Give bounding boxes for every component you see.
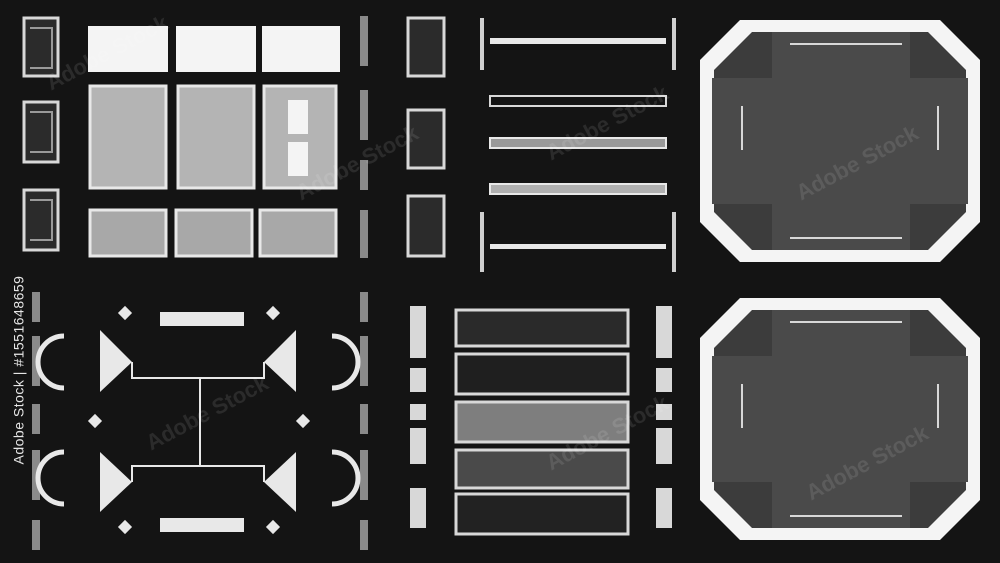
tile-grid (88, 26, 340, 258)
comb-right (656, 306, 672, 528)
bar-frame (490, 38, 666, 44)
side-tab (22, 16, 60, 78)
side-tab (406, 108, 446, 170)
circuit-hud (35, 305, 361, 535)
side-tab (406, 16, 446, 78)
side-tabs-middle (406, 16, 446, 258)
tile-gray-small (258, 208, 338, 258)
bar-frame (490, 244, 666, 249)
side-tab (406, 194, 446, 258)
tile-gray-small (174, 208, 254, 258)
bar-frames (480, 18, 676, 272)
side-tab (22, 100, 60, 164)
side-tab (22, 188, 60, 252)
stock-id-label: Adobe Stock | #1551648659 (6, 220, 30, 520)
list-boxes (410, 306, 672, 536)
list-box (454, 352, 630, 396)
bar-frame (489, 95, 667, 107)
octagon-frame-top (700, 20, 980, 262)
tile-inner-block (288, 142, 308, 176)
tile-white (88, 26, 168, 72)
tile-inner-block (288, 100, 308, 134)
comb-left (410, 306, 426, 528)
tile-white (176, 26, 256, 72)
tile-gray (176, 84, 256, 190)
list-box (454, 448, 630, 490)
bar-frame (489, 137, 667, 149)
tile-gray (88, 84, 168, 190)
list-box (454, 308, 630, 348)
list-box (454, 492, 630, 536)
tile-gray-small (88, 208, 168, 258)
tile-white (262, 26, 340, 72)
octagon-frame-bottom (700, 298, 980, 540)
stock-id-text: Adobe Stock | #1551648659 (10, 275, 27, 465)
bar-frame (489, 183, 667, 195)
divider-bars (32, 16, 368, 550)
side-tabs-left (22, 16, 60, 252)
list-box (454, 400, 630, 444)
